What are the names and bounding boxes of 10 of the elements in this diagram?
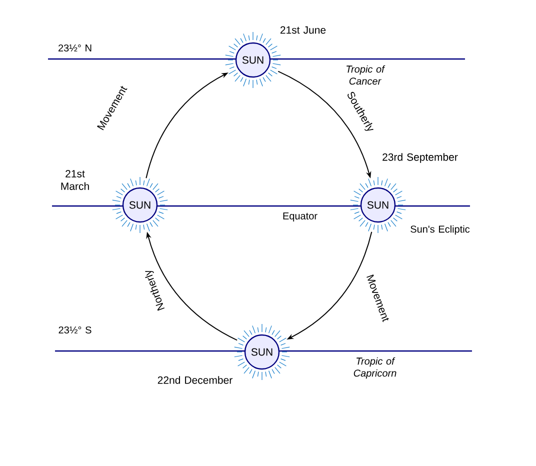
latitude-label: 23½° S	[58, 326, 92, 334]
line-label: Equator	[283, 212, 318, 222]
latitude-label: 23½° N	[58, 44, 92, 52]
line-label: Tropic of Cancer	[346, 65, 386, 85]
date-label: 21st June	[280, 26, 326, 34]
line-label: Tropic of Capricorn	[354, 357, 396, 379]
line-label: Sun's Ecliptic	[410, 225, 470, 235]
date-label: 21st March	[61, 170, 89, 190]
date-label: 22nd December	[158, 376, 232, 384]
date-label: 23rd September	[382, 153, 458, 163]
